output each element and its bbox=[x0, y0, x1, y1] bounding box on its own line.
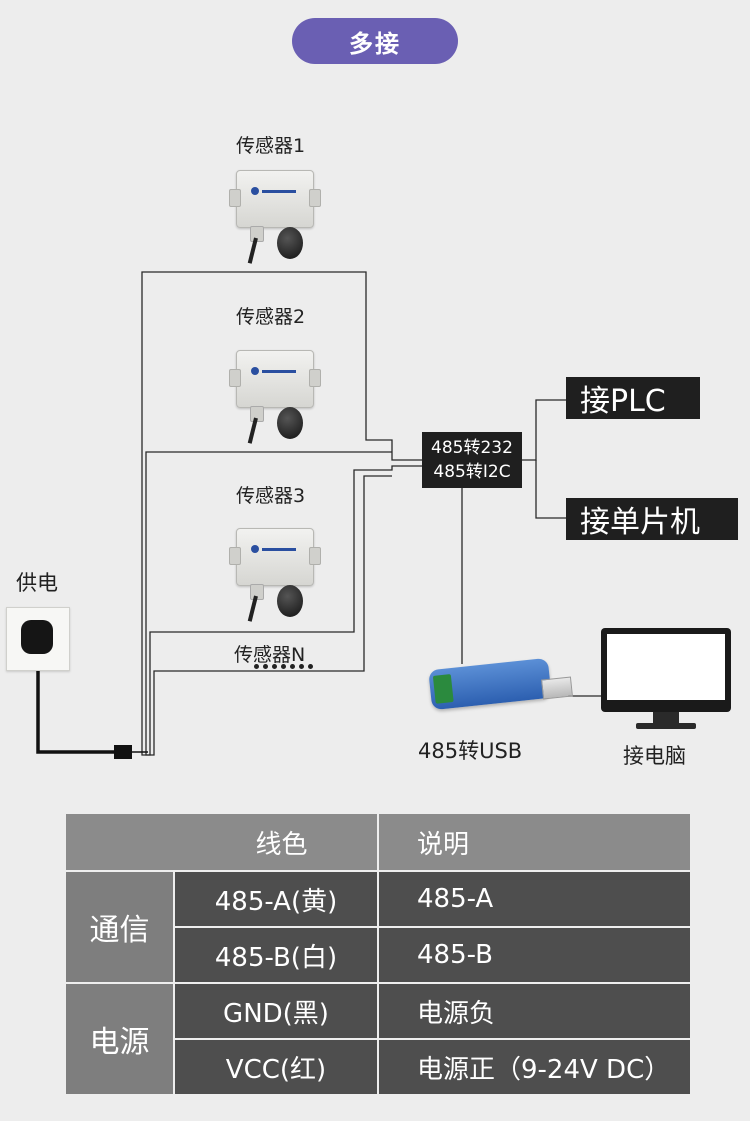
wiring-table: 线色 说明 通信 485-A(黄) 485-A 485-B(白) 485-B 电… bbox=[66, 814, 690, 1094]
sensor-1-device bbox=[229, 170, 321, 228]
power-label: 供电 bbox=[16, 571, 58, 595]
sensor-2-probe bbox=[277, 407, 303, 439]
terminal-block bbox=[432, 674, 454, 704]
sensor-3-label: 传感器3 bbox=[236, 485, 306, 507]
header-wire-color: 线色 bbox=[66, 814, 377, 870]
wiring-diagram bbox=[36, 271, 601, 759]
cell-wire: VCC(红) bbox=[175, 1040, 377, 1094]
target-mcu: 接单片机 bbox=[566, 498, 738, 540]
power-connector bbox=[114, 745, 132, 759]
wire-to-plc bbox=[522, 399, 566, 461]
title-pill: 多接 bbox=[292, 18, 458, 64]
sensor-3-probe bbox=[277, 585, 303, 617]
cell-desc: 485-A bbox=[379, 872, 690, 926]
sensor-1-label: 传感器1 bbox=[236, 135, 306, 157]
sensor-1-probe bbox=[277, 227, 303, 259]
monitor-icon bbox=[601, 628, 731, 712]
sensor-2-label: 传感器2 bbox=[236, 306, 306, 328]
sensor-2-device bbox=[229, 350, 321, 408]
sensor-n-label: 传感器N bbox=[234, 644, 306, 666]
converter-line-1: 485转232 bbox=[431, 438, 513, 458]
converter-line-2: 485转I2C bbox=[433, 462, 511, 482]
header-description: 说明 bbox=[379, 814, 690, 870]
power-cable bbox=[36, 664, 116, 754]
usb-label: 485转USB bbox=[418, 739, 523, 763]
group-power: 电源 bbox=[66, 984, 173, 1094]
cell-wire: 485-B(白) bbox=[175, 928, 377, 982]
cell-desc: 电源负 bbox=[379, 984, 690, 1038]
wire-sensorN bbox=[148, 475, 392, 756]
cell-desc: 电源正（9-24V DC） bbox=[379, 1040, 690, 1094]
group-comm: 通信 bbox=[66, 872, 173, 982]
cell-desc: 485-B bbox=[379, 928, 690, 982]
pc-label: 接电脑 bbox=[623, 744, 686, 768]
wire-sensor2 bbox=[145, 451, 392, 756]
cell-wire: GND(黑) bbox=[175, 984, 377, 1038]
power-outlet bbox=[6, 607, 70, 671]
converter-box: 485转232 485转I2C bbox=[422, 432, 522, 488]
sensor-3-device bbox=[229, 528, 321, 586]
wire-to-mcu bbox=[535, 460, 566, 519]
power-plug bbox=[21, 620, 53, 654]
target-plc: 接PLC bbox=[566, 377, 700, 419]
wire-sensor3 bbox=[148, 465, 422, 756]
usb-plug bbox=[541, 676, 573, 700]
wire-sensor1 bbox=[141, 271, 422, 756]
cell-wire: 485-A(黄) bbox=[175, 872, 377, 926]
ellipsis-dots bbox=[254, 664, 313, 669]
